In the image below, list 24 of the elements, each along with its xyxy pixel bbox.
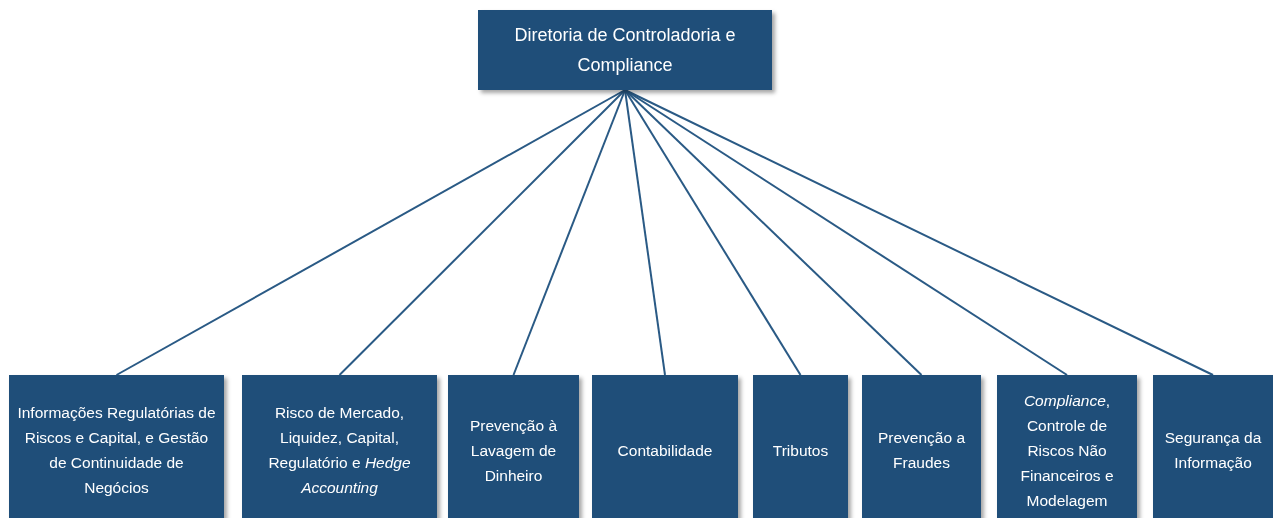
department-box bbox=[862, 375, 981, 518]
box-label: Prevenção à Lavagem de Dinheiro bbox=[469, 415, 558, 486]
connector-line bbox=[624, 89, 666, 376]
department-box bbox=[242, 375, 437, 518]
connector-line bbox=[115, 89, 626, 376]
department-box bbox=[9, 375, 224, 518]
box-label: Diretoria de Controladoria e Compliance bbox=[513, 24, 737, 77]
connector-line bbox=[512, 89, 626, 376]
box-label: Compliance, Controle de Riscos Não Financeiros e Modelagem bbox=[1019, 390, 1115, 511]
box-label: Informações Regulatórias de Riscos e Capital, e Gestão de Continuidade de Negócios bbox=[16, 403, 217, 498]
connector-line bbox=[624, 89, 802, 376]
connector-line bbox=[338, 89, 626, 376]
box-label: Risco de Mercado, Liquidez, Capital, Regulatório e Hedge Accounting bbox=[267, 403, 412, 498]
box-label: Contabilidade bbox=[617, 440, 713, 461]
connector-line bbox=[624, 89, 923, 376]
department-box bbox=[753, 375, 848, 518]
department-box bbox=[448, 375, 579, 518]
department-box bbox=[1153, 375, 1273, 518]
box-label: Prevenção a Fraudes bbox=[877, 428, 966, 473]
department-box bbox=[592, 375, 738, 518]
department-box bbox=[997, 375, 1137, 518]
box-label: Tributos bbox=[772, 440, 829, 461]
director-box bbox=[478, 10, 772, 90]
box-label: Segurança da Informação bbox=[1163, 428, 1263, 473]
